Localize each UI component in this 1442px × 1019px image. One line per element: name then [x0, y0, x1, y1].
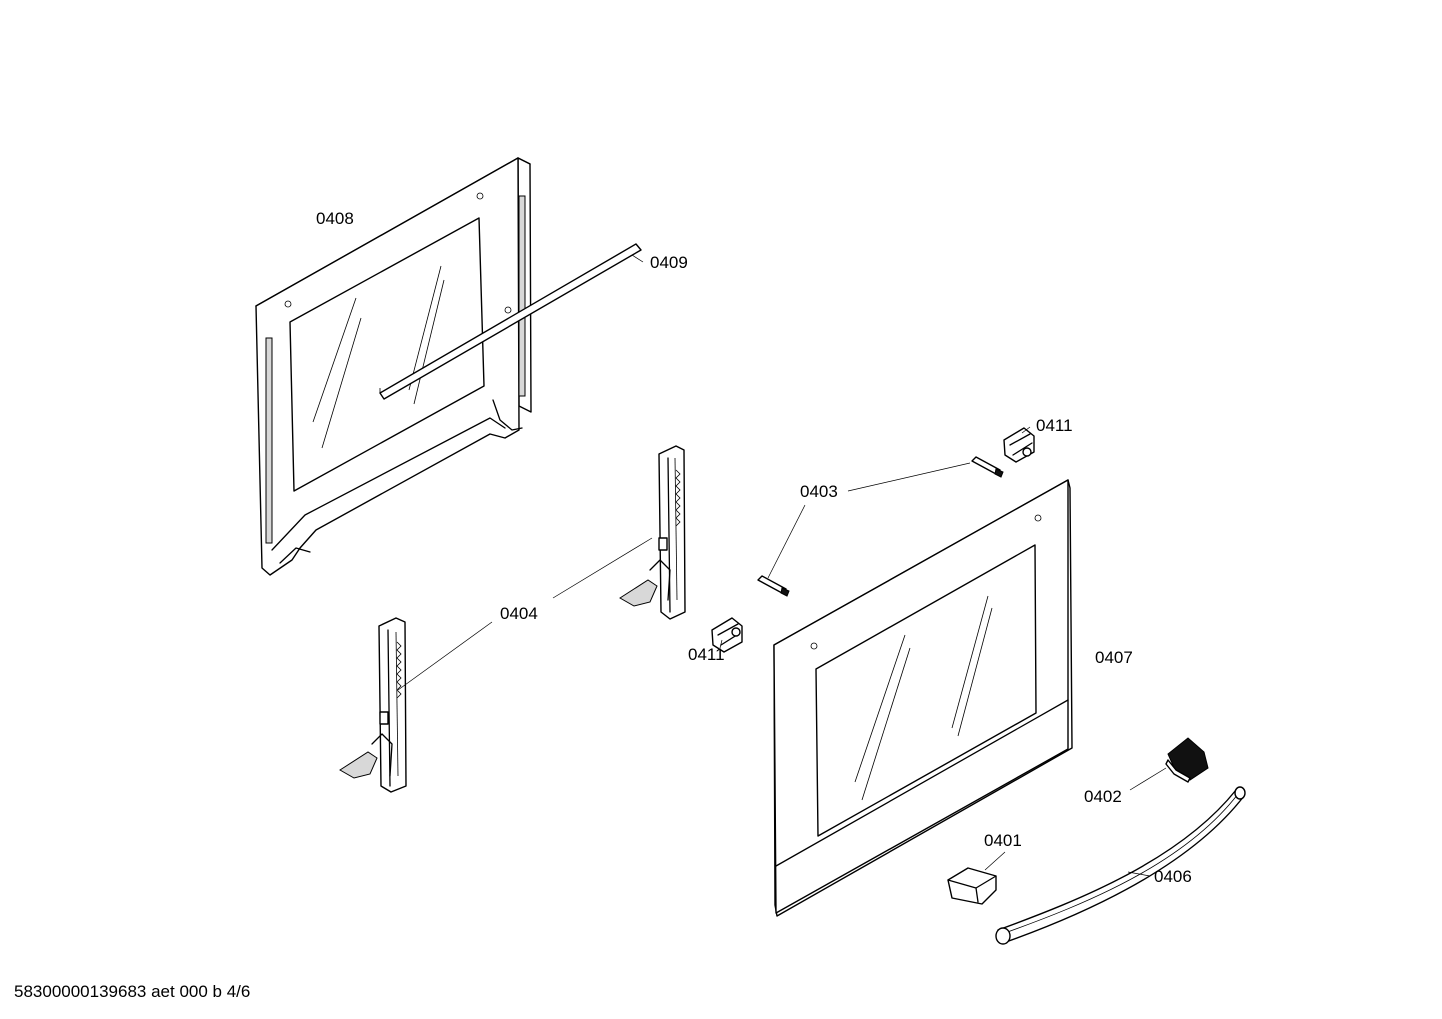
outer-door-panel-0407 [773, 479, 1073, 917]
leader-lines [397, 254, 1167, 877]
handle-end-cap-0402 [1165, 737, 1209, 783]
door-hinge-upper-0404 [619, 445, 686, 620]
callout-0406: 0406 [1154, 867, 1192, 886]
door-handle-bar-0406 [995, 786, 1246, 945]
door-hinge-lower-0404 [339, 617, 407, 793]
callout-0401: 0401 [984, 831, 1022, 850]
callout-0411-top: 0411 [1036, 416, 1073, 435]
diagram-footer-code: 58300000139683 aet 000 b 4/6 [14, 982, 250, 1001]
callout-0409: 0409 [650, 253, 688, 272]
callout-0403: 0403 [800, 482, 838, 501]
pin-lower-0403 [757, 575, 790, 597]
hinge-clip-top-0411 [1003, 427, 1035, 463]
callout-0402: 0402 [1084, 787, 1122, 806]
inner-door-frame-0408 [255, 157, 532, 576]
hinge-clip-mid-0411 [711, 617, 743, 653]
callout-0411-mid: 0411 [688, 645, 725, 664]
callout-0404: 0404 [500, 604, 538, 623]
callout-0407: 0407 [1095, 648, 1133, 667]
pin-top-0403 [971, 456, 1004, 478]
handle-end-cap-0401 [947, 867, 997, 905]
callout-0408: 0408 [316, 209, 354, 228]
door-seal-strip-0409 [379, 243, 642, 400]
